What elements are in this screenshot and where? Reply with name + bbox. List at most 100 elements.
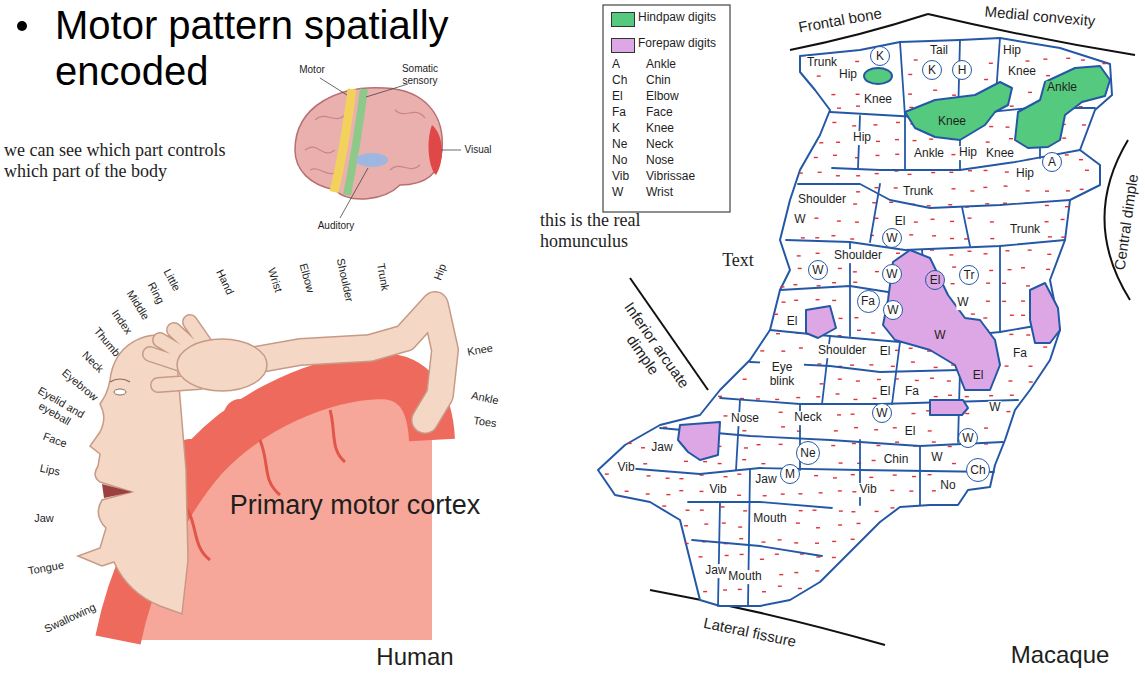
stimulation-site xyxy=(837,220,841,221)
stimulation-site xyxy=(1043,58,1047,59)
body-part-label: Ring xyxy=(145,280,167,306)
stimulation-site xyxy=(932,490,936,491)
stimulation-site xyxy=(872,202,876,203)
stimulation-site xyxy=(1065,154,1069,155)
stimulation-site xyxy=(742,459,746,460)
stimulation-site xyxy=(794,572,798,573)
stimulation-site xyxy=(1061,219,1065,220)
stimulation-site xyxy=(815,570,819,571)
stimulation-site xyxy=(875,173,879,174)
note: we can see which part controls which par… xyxy=(4,140,244,181)
stimulation-site xyxy=(968,170,972,171)
stimulation-site xyxy=(948,204,952,205)
stimulation-site xyxy=(984,79,988,80)
stimulation-site xyxy=(818,172,822,173)
stimulation-site xyxy=(889,202,893,203)
stimulation-site xyxy=(744,447,748,448)
stimulation-site xyxy=(1061,236,1065,237)
stimulation-site xyxy=(1002,283,1006,284)
legend-swatch xyxy=(611,12,635,27)
stimulation-site xyxy=(646,493,650,494)
stimulation-site xyxy=(1029,381,1033,382)
stimulation-site xyxy=(952,94,956,95)
stimulation-site xyxy=(801,237,805,238)
stimulation-site xyxy=(951,283,955,284)
stimulation-site xyxy=(838,268,842,269)
circled-region: W xyxy=(808,260,828,280)
stimulation-site xyxy=(851,474,855,475)
map-label: El xyxy=(904,425,917,439)
stimulation-site xyxy=(647,475,651,476)
stimulation-site xyxy=(986,301,990,302)
stimulation-site xyxy=(699,491,703,492)
stimulation-site xyxy=(1045,190,1049,191)
region-abbreviation: W xyxy=(962,432,973,444)
stimulation-site xyxy=(984,253,988,254)
stimulation-site xyxy=(875,271,879,272)
stimulation-site xyxy=(781,426,785,427)
stimulation-site xyxy=(813,510,817,511)
circled-region: M xyxy=(780,464,800,484)
stimulation-site xyxy=(853,271,857,272)
stimulation-site xyxy=(725,555,729,556)
stimulation-site xyxy=(876,141,880,142)
stimulation-site xyxy=(666,494,670,495)
stimulation-site xyxy=(850,364,854,365)
stimulation-site xyxy=(856,380,860,381)
stimulation-site xyxy=(737,473,741,474)
stimulation-site xyxy=(816,253,820,254)
body-part-label: Swallowing xyxy=(42,601,97,636)
stimulation-site xyxy=(915,380,919,381)
map-label: El xyxy=(972,369,985,383)
stimulation-site xyxy=(737,495,741,496)
legend-term: Knee xyxy=(646,122,674,136)
stimulation-site xyxy=(1005,250,1009,251)
stimulation-site xyxy=(875,511,879,512)
stimulation-site xyxy=(876,155,880,156)
stimulation-site xyxy=(666,478,670,479)
stimulation-site xyxy=(853,203,857,204)
stimulation-site xyxy=(856,94,860,95)
stimulation-site xyxy=(760,559,764,560)
map-label: Knee xyxy=(937,115,967,129)
stimulation-site xyxy=(799,347,803,348)
border-label: Medial convexity xyxy=(984,3,1096,30)
stimulation-site xyxy=(625,491,629,492)
body-part-label: Knee xyxy=(466,342,494,359)
stimulation-site xyxy=(893,474,897,475)
legend-term: Nose xyxy=(646,154,674,168)
stimulation-site xyxy=(794,542,798,543)
stimulation-site xyxy=(856,175,860,176)
stimulation-site xyxy=(869,364,873,365)
brain-label: Auditory xyxy=(318,220,355,232)
stimulation-site xyxy=(836,393,840,394)
brain-inset xyxy=(295,78,461,218)
stimulation-site xyxy=(1043,346,1047,347)
stimulation-site xyxy=(778,539,782,540)
stimulation-site xyxy=(931,172,935,173)
body-part-label: Hip xyxy=(431,262,449,282)
region-abbreviation: H xyxy=(958,64,967,76)
stimulation-site xyxy=(819,492,823,493)
map-label: Trunk xyxy=(806,56,838,70)
stimulation-site xyxy=(928,474,932,475)
stimulation-site xyxy=(1066,58,1070,59)
stimulation-site xyxy=(1005,126,1009,127)
stimulation-site xyxy=(704,523,708,524)
legend-abbreviation: A xyxy=(612,58,620,72)
stimulation-site xyxy=(989,395,993,396)
map-label: Hip xyxy=(852,131,872,145)
stimulation-site xyxy=(1045,221,1049,222)
stimulation-site xyxy=(743,379,747,380)
stimulation-site xyxy=(1079,159,1083,160)
stimulation-site xyxy=(1006,411,1010,412)
stimulation-site xyxy=(933,90,937,91)
legend-term: Neck xyxy=(646,138,673,152)
stimulation-site xyxy=(1005,171,1009,172)
body-part-label: Elbow xyxy=(297,262,317,294)
stimulation-site xyxy=(718,463,722,464)
stimulation-site xyxy=(934,396,938,397)
stimulation-site xyxy=(871,332,875,333)
stimulation-site xyxy=(831,235,835,236)
